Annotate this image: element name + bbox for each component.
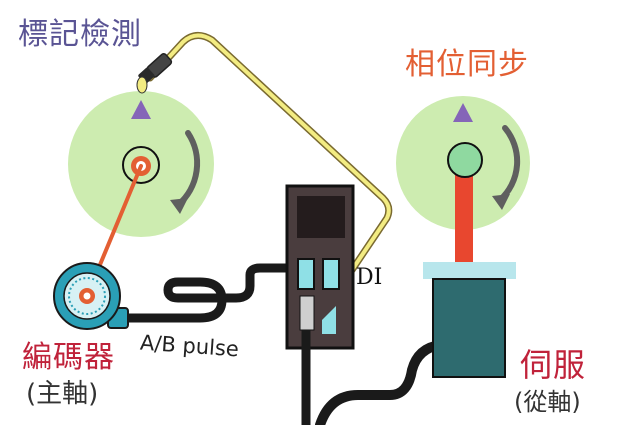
slave-rotation-arrow-icon [497, 125, 521, 203]
slave-hub [447, 142, 483, 178]
servo-shaft [455, 170, 473, 266]
mark-detection-label: 標記檢測 [18, 17, 142, 52]
di-label: DI [356, 265, 383, 290]
mark-sensor [136, 52, 173, 94]
encoder-label: 編碼器 [22, 340, 115, 375]
servo-sublabel: (從軸) [514, 388, 581, 416]
phase-sync-label: 相位同步 [405, 47, 529, 82]
pulse-input-terminal [297, 258, 315, 290]
servo-label: 伺服 [520, 346, 587, 384]
encoder-body [53, 262, 129, 330]
servo-drive [285, 184, 355, 350]
servo-motor-body [432, 278, 506, 378]
pulse-cable [121, 263, 313, 323]
di-input-terminal [322, 258, 340, 290]
encoder-sublabel: (主軸) [26, 379, 99, 409]
sync-triangle-icon [453, 103, 473, 122]
motor-cable [315, 340, 445, 429]
mark-triangle-icon [131, 100, 151, 119]
servo-motor-flange [423, 262, 516, 279]
